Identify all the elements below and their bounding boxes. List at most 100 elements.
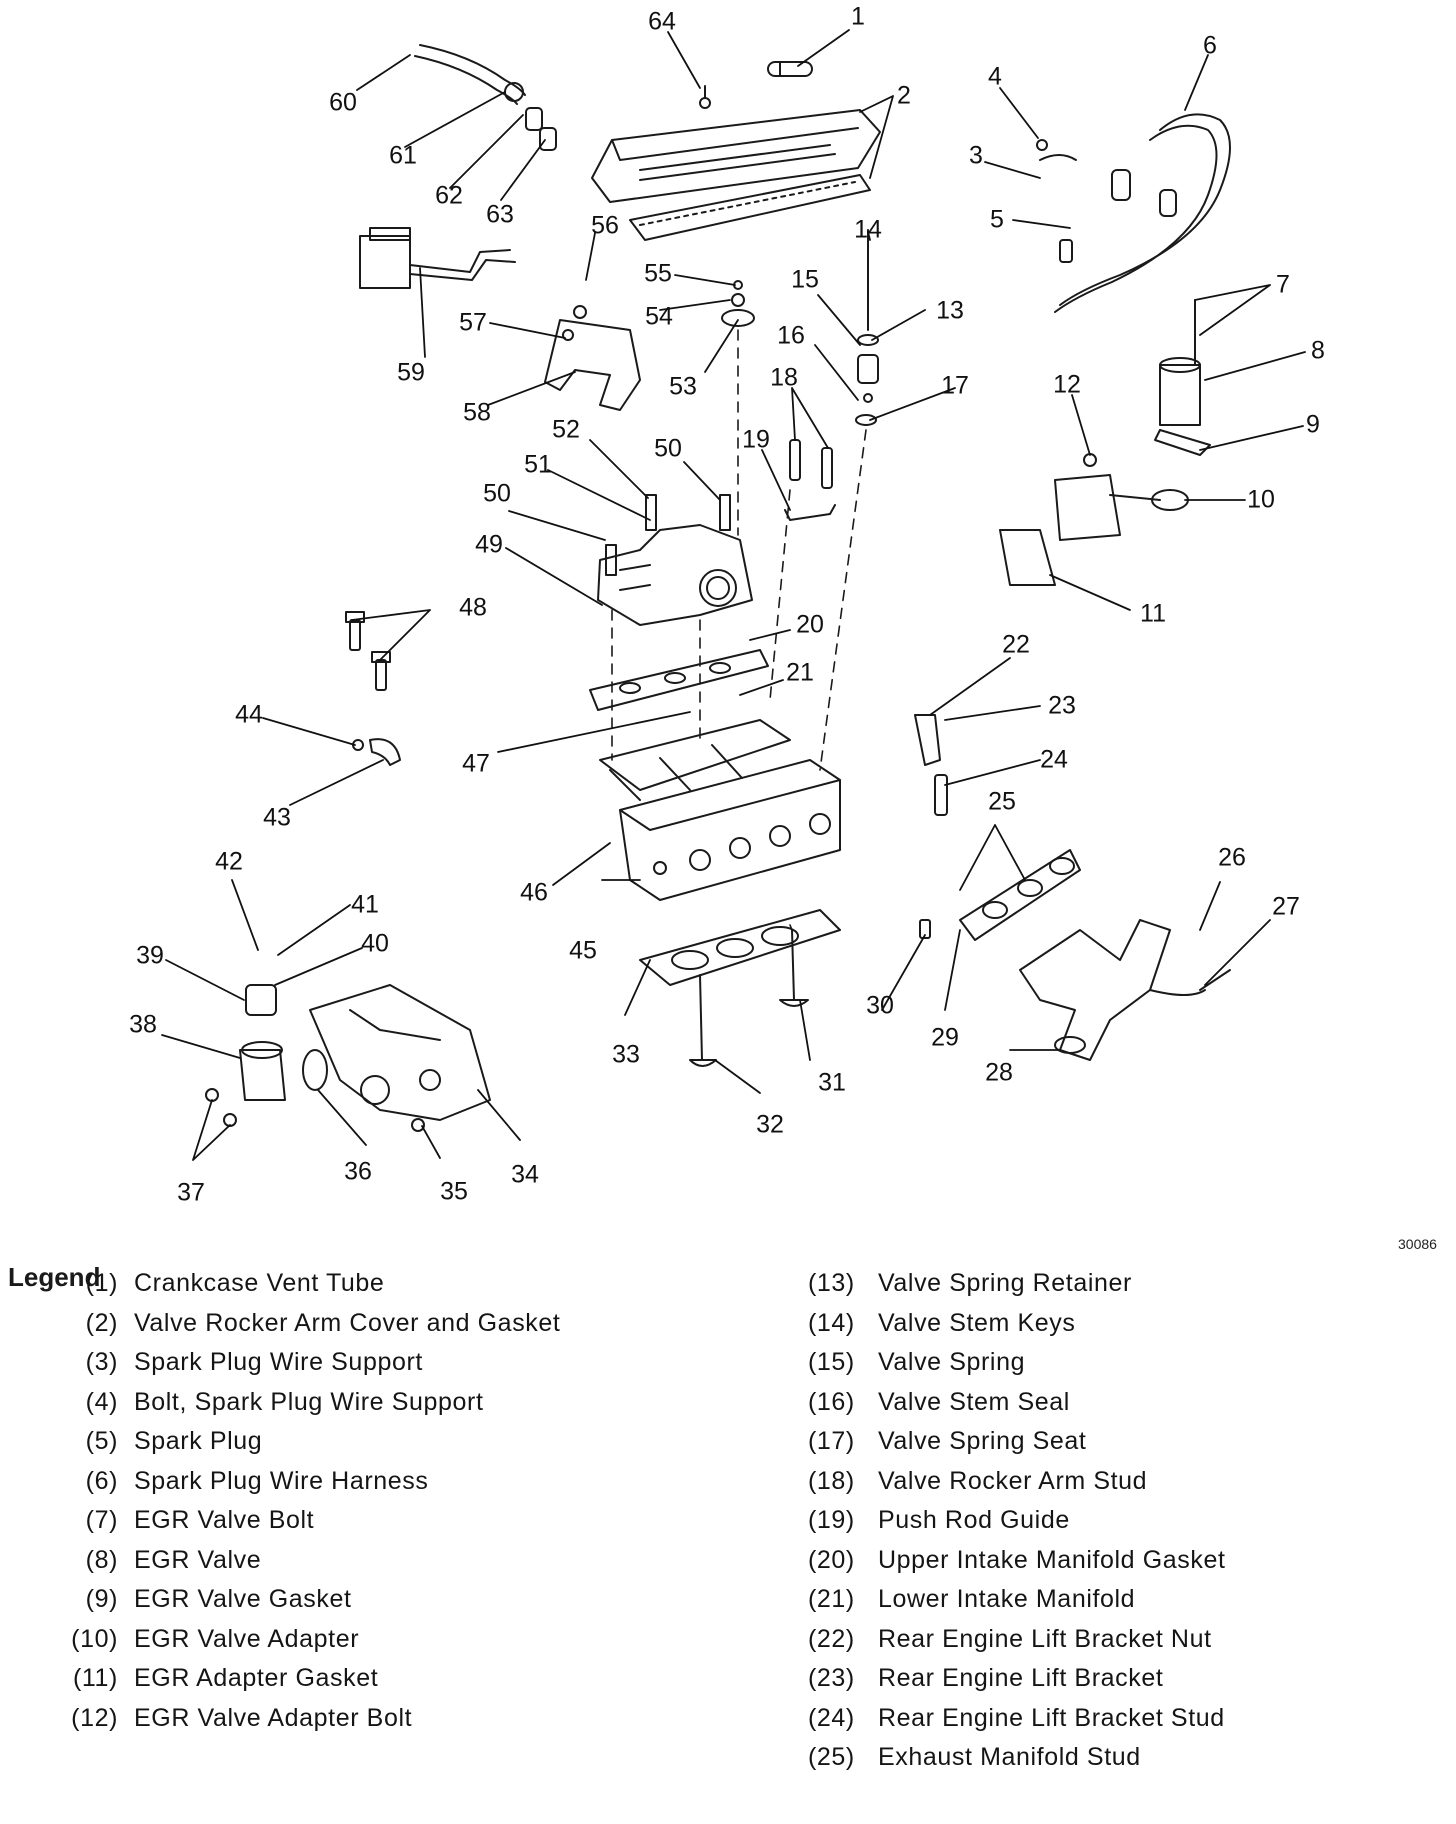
legend-item-label: Spark Plug (134, 1427, 263, 1456)
legend-item-number: (5) (85, 1427, 118, 1456)
legend-item-number: (18) (808, 1466, 855, 1495)
callout-54: 54 (645, 302, 673, 331)
legend-item-label: Upper Intake Manifold Gasket (878, 1545, 1226, 1574)
legend-item-label: Valve Spring Seat (878, 1427, 1087, 1456)
lower-intake-manifold (599, 719, 791, 801)
callout-3: 3 (969, 141, 983, 170)
legend-item-number: (2) (85, 1308, 118, 1337)
legend-item-label: Valve Spring (878, 1348, 1026, 1377)
legend-item-label: EGR Valve Bolt (134, 1506, 315, 1535)
callout-17: 17 (941, 371, 969, 400)
legend-item-label: Valve Stem Keys (878, 1308, 1076, 1337)
callout-16: 16 (777, 321, 805, 350)
legend-column-right: (13) Valve Spring Retainer (14) Valve Stem… (808, 1264, 1226, 1778)
callout-62: 62 (435, 181, 463, 210)
callout-55: 55 (644, 259, 672, 288)
legend-item-label: Exhaust Manifold Stud (878, 1743, 1141, 1772)
egr-valve (1154, 299, 1211, 456)
legend-item: (6) Spark Plug Wire Harness (48, 1462, 560, 1502)
legend-item-label: Valve Rocker Arm Stud (878, 1466, 1148, 1495)
legend-item-number: (6) (85, 1466, 118, 1495)
callout-38: 38 (129, 1010, 157, 1039)
legend-item-label: EGR Valve (134, 1545, 262, 1574)
legend-item: (1) Crankcase Vent Tube (48, 1264, 560, 1304)
figure-code: 30086 (1398, 1236, 1437, 1252)
legend-item: (4)Bolt, Spark Plug Wire Support (48, 1383, 560, 1423)
legend-item-number: (15) (808, 1348, 855, 1377)
callout-5: 5 (990, 205, 1004, 234)
upper-intake-gasket (589, 649, 769, 711)
legend-item-label: Bolt, Spark Plug Wire Support (134, 1387, 484, 1416)
callout-33: 33 (612, 1040, 640, 1069)
callout-23: 23 (1048, 691, 1076, 720)
legend-item: (13) Valve Spring Retainer (808, 1264, 1226, 1304)
callout-4: 4 (988, 62, 1002, 91)
legend-item-number: (3) (85, 1348, 118, 1377)
spark-plug-wire-harness (1036, 113, 1231, 313)
egr-adapter-gasket (999, 529, 1056, 586)
callout-43: 43 (263, 803, 291, 832)
callout-31: 31 (818, 1068, 846, 1097)
callout-10: 10 (1247, 485, 1275, 514)
legend-item: (19)Push Rod Guide (808, 1501, 1226, 1541)
legend-item: (17) Valve Spring Seat (808, 1422, 1226, 1462)
cylinder-head-gasket (639, 909, 841, 986)
legend-item: (16)Valve Stem Seal (808, 1383, 1226, 1423)
callout-8: 8 (1311, 336, 1325, 365)
legend-item-number: (13) (808, 1269, 855, 1298)
callout-57: 57 (459, 308, 487, 337)
legend-item-label: Crankcase Vent Tube (134, 1269, 385, 1298)
legend-item: (11)EGR Adapter Gasket (48, 1659, 560, 1699)
legend-item-label: Rear Engine Lift Bracket Stud (878, 1703, 1225, 1732)
callout-60: 60 (329, 88, 357, 117)
legend-item-label: Rear Engine Lift Bracket (878, 1664, 1164, 1693)
parts-illustration (205, 44, 1231, 1132)
legend-item-label: Valve Rocker Arm Cover and Gasket (134, 1308, 561, 1337)
callout-14: 14 (854, 215, 882, 244)
bracket-58 (544, 305, 641, 411)
callout-56: 56 (591, 211, 619, 240)
alignment-lines (611, 329, 867, 931)
legend-item: (7)EGR Valve Bolt (48, 1501, 560, 1541)
legend-item-number: (21) (808, 1585, 855, 1614)
legend-item-number: (22) (808, 1624, 855, 1653)
callout-11: 11 (1140, 599, 1166, 628)
legend-item: (22) Rear Engine Lift Bracket Nut (808, 1620, 1226, 1660)
callout-22: 22 (1002, 630, 1030, 659)
callout-9: 9 (1306, 410, 1320, 439)
callout-58: 58 (463, 398, 491, 427)
legend-item-number: (1) (85, 1269, 118, 1298)
legend-item-label: Rear Engine Lift Bracket Nut (878, 1624, 1212, 1653)
legend-item: (23) Rear Engine Lift Bracket (808, 1659, 1226, 1699)
legend-item-label: Valve Spring Retainer (878, 1269, 1132, 1298)
legend-column-left: (1) Crankcase Vent Tube (2) Valve Rocker A… (48, 1264, 560, 1738)
callout-53: 53 (669, 372, 697, 401)
callout-6: 6 (1203, 31, 1217, 60)
callout-44: 44 (235, 700, 263, 729)
callout-51: 51 (524, 450, 552, 479)
legend-item-label: Spark Plug Wire Harness (134, 1466, 429, 1495)
callout-12: 12 (1053, 370, 1081, 399)
sensor-with-lead (359, 227, 516, 289)
legend-item-number: (24) (808, 1703, 855, 1732)
thermostat-housing (239, 984, 328, 1101)
callout-25: 25 (988, 787, 1016, 816)
legend-item: (3)Spark Plug Wire Support (48, 1343, 560, 1383)
legend-item-number: (16) (808, 1387, 855, 1416)
leader-lines (161, 29, 1306, 1161)
callout-41: 41 (351, 890, 379, 919)
legend-item-number: (17) (808, 1427, 855, 1456)
legend-item: (15) Valve Spring (808, 1343, 1226, 1383)
legend-item-label: EGR Valve Adapter Bolt (134, 1703, 413, 1732)
callout-52: 52 (552, 415, 580, 444)
callout-40: 40 (361, 929, 389, 958)
exhaust-manifold (1019, 919, 1231, 1061)
callout-45: 45 (569, 936, 597, 965)
legend-item: (2) Valve Rocker Arm Cover and Gasket (48, 1304, 560, 1344)
legend-item-number: (23) (808, 1664, 855, 1693)
legend-item-number: (14) (808, 1308, 855, 1337)
callout-32: 32 (756, 1110, 784, 1139)
water-pump-housing (309, 984, 491, 1121)
callout-15: 15 (791, 265, 819, 294)
callout-24: 24 (1040, 745, 1068, 774)
